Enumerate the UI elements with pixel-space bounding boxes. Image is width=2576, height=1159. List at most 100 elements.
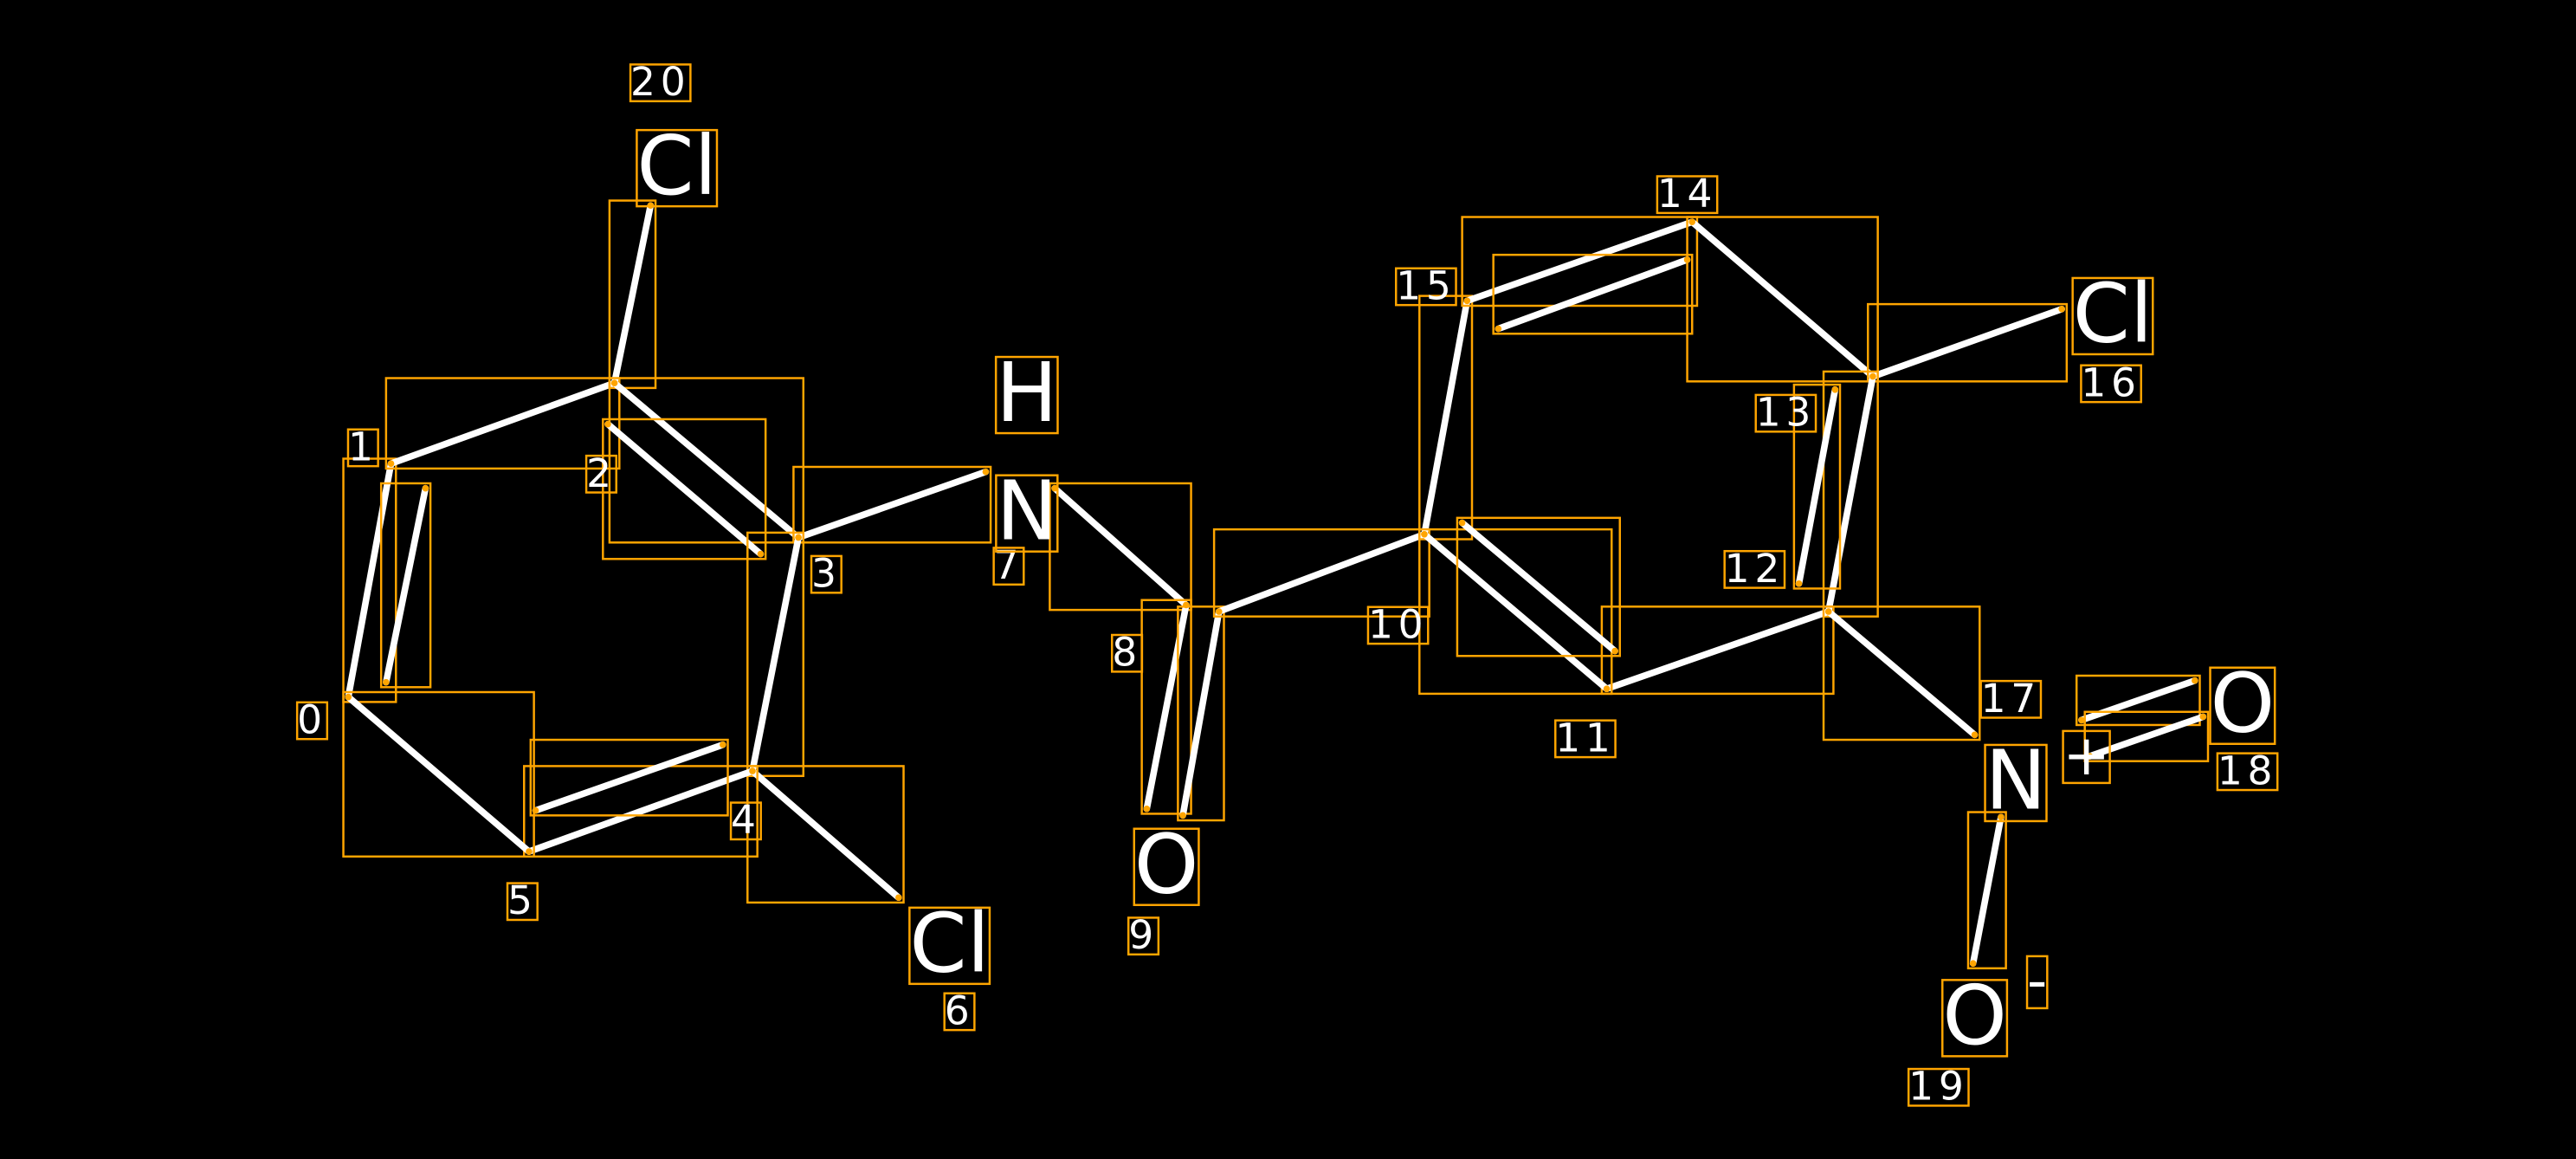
bond-endpoint bbox=[795, 534, 802, 541]
atom-2: 2 bbox=[584, 450, 617, 496]
bond-endpoint bbox=[1603, 685, 1611, 693]
label-bounding-box bbox=[295, 701, 329, 741]
bond-endpoint bbox=[526, 848, 533, 855]
bond bbox=[1461, 216, 1699, 308]
bond-endpoint bbox=[720, 741, 726, 748]
bond-endpoint bbox=[1495, 325, 1502, 333]
label-bounding-box bbox=[2080, 364, 2142, 404]
bond-endpoint bbox=[2199, 713, 2207, 721]
bond-line bbox=[1143, 601, 1190, 813]
bond-bounding-box bbox=[1686, 216, 1879, 383]
bond bbox=[1456, 516, 1621, 657]
bond-line bbox=[1216, 531, 1428, 615]
label-bounding-box bbox=[636, 128, 719, 208]
bond-endpoint bbox=[1795, 580, 1803, 587]
atom-symbol: O bbox=[2211, 657, 2276, 752]
bond bbox=[1792, 383, 1842, 590]
atom-index-label: 20 bbox=[630, 59, 690, 105]
bond-endpoint bbox=[2192, 677, 2198, 684]
atom-index-label: 12 bbox=[1725, 546, 1785, 592]
label-bounding-box bbox=[1941, 979, 2009, 1058]
bond-line bbox=[2086, 713, 2207, 760]
bond-bounding-box bbox=[1822, 605, 1981, 741]
bond bbox=[608, 377, 805, 544]
bond-endpoint bbox=[1458, 519, 1466, 527]
label-bounding-box bbox=[943, 992, 976, 1032]
bond-line bbox=[1969, 813, 2005, 967]
bond-bounding-box bbox=[608, 377, 805, 544]
bond-endpoint bbox=[1969, 960, 1977, 967]
label-bounding-box bbox=[1723, 549, 1786, 589]
atom-18: 18O bbox=[2209, 657, 2279, 793]
bond bbox=[379, 482, 432, 689]
atom-10: 10 bbox=[1366, 601, 1430, 647]
atom-9: 9O bbox=[1127, 818, 1200, 958]
bond-bounding-box bbox=[342, 690, 535, 858]
bond-bounding-box bbox=[1966, 811, 2007, 970]
label-bounding-box bbox=[1754, 393, 1817, 433]
atom-symbol: Cl bbox=[636, 119, 717, 214]
bond-line bbox=[1421, 531, 1611, 693]
atom-7: 7NH bbox=[992, 346, 1059, 588]
bond-line bbox=[749, 534, 802, 774]
bond-bounding-box bbox=[1822, 370, 1879, 618]
bond-endpoint bbox=[1869, 372, 1876, 380]
atom-symbol: Cl bbox=[2073, 267, 2153, 362]
atom-0: 0 bbox=[295, 696, 329, 742]
atom-17: 17N+ bbox=[1979, 676, 2111, 829]
atom-index-label: 6 bbox=[945, 987, 975, 1033]
bond-bounding-box bbox=[523, 765, 759, 858]
label-bounding-box bbox=[2071, 276, 2154, 356]
label-bounding-box bbox=[1127, 916, 1160, 956]
atom-6: 6Cl bbox=[908, 897, 991, 1033]
bond-bounding-box bbox=[1140, 599, 1192, 815]
bond-line bbox=[532, 741, 726, 814]
bond bbox=[384, 377, 621, 470]
label-bounding-box bbox=[1979, 679, 2043, 719]
bond-line bbox=[526, 767, 756, 855]
bond bbox=[1492, 253, 1694, 335]
bond-bounding-box bbox=[1177, 605, 1225, 822]
atom-11: 11 bbox=[1554, 715, 1617, 761]
bond bbox=[1418, 528, 1613, 696]
bond-bounding-box bbox=[1049, 482, 1192, 612]
bond bbox=[1140, 599, 1192, 815]
bond-bounding-box bbox=[792, 465, 992, 544]
label-bounding-box bbox=[584, 454, 617, 494]
atom-index-label: 19 bbox=[1908, 1064, 1968, 1110]
label-bounding-box bbox=[992, 547, 1025, 586]
atom-index-label: 1 bbox=[348, 424, 378, 469]
atom-1: 1 bbox=[346, 424, 379, 469]
label-bounding-box bbox=[1110, 633, 1144, 673]
bond-line bbox=[1869, 306, 2065, 380]
bond-line bbox=[1458, 519, 1618, 655]
bond-endpoint bbox=[1216, 608, 1223, 615]
atom-5: 5 bbox=[506, 877, 539, 923]
bond-bounding-box bbox=[1461, 216, 1699, 308]
atom-14: 14 bbox=[1656, 171, 1719, 217]
label-bounding-box bbox=[2062, 729, 2111, 785]
bond-endpoint bbox=[387, 460, 395, 467]
atom-symbol: N bbox=[996, 463, 1057, 559]
bond-endpoint bbox=[610, 379, 618, 386]
atom-index-label: 14 bbox=[1657, 171, 1717, 217]
bond bbox=[523, 765, 759, 858]
bond-endpoint bbox=[2086, 753, 2094, 760]
atom-index-label: 15 bbox=[1396, 262, 1456, 308]
bond-line bbox=[610, 202, 655, 386]
atom-index-label: 17 bbox=[1981, 676, 2041, 722]
label-bounding-box bbox=[1394, 267, 1457, 307]
bond bbox=[1177, 605, 1225, 822]
bond-endpoint bbox=[1421, 531, 1428, 538]
bond bbox=[342, 690, 535, 858]
bond-line bbox=[1795, 386, 1839, 587]
bond-endpoint bbox=[895, 894, 902, 902]
bond bbox=[2083, 710, 2210, 762]
label-bounding-box bbox=[729, 801, 762, 841]
label-bounding-box bbox=[1366, 605, 1430, 645]
bond-line bbox=[1495, 256, 1691, 333]
bond-endpoint bbox=[422, 484, 429, 492]
